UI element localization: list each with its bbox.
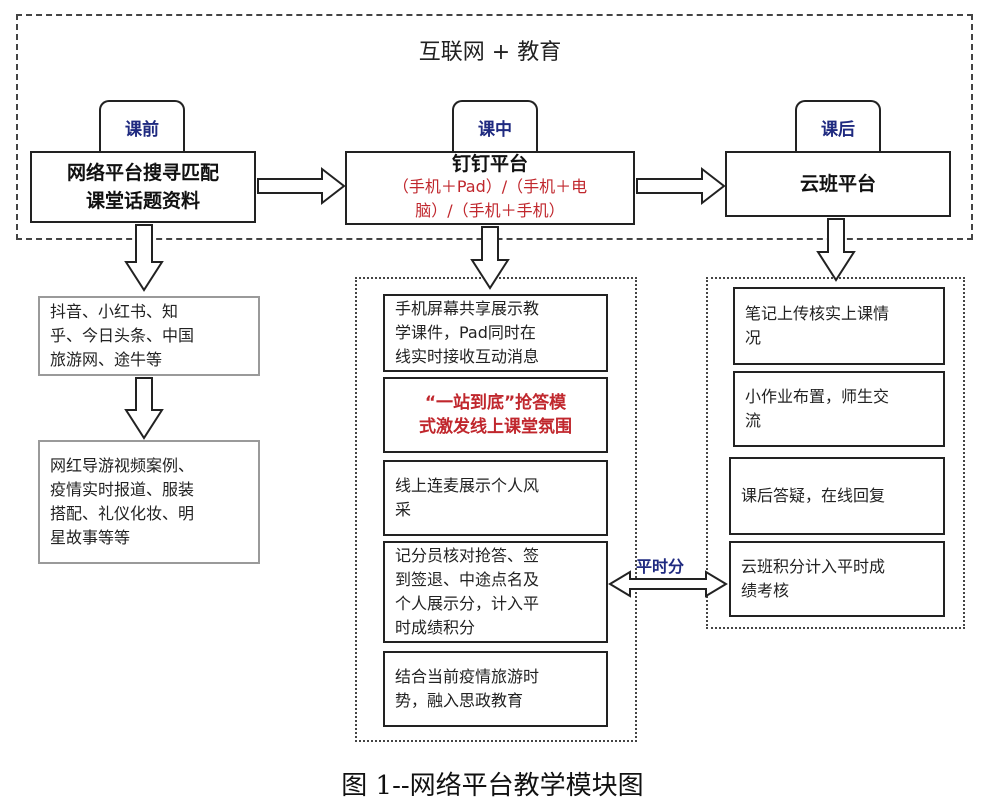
right-box-notes-text: 笔记上传核实上课情况 bbox=[745, 304, 890, 347]
left-box-platforms-text: 抖音、小红书、知乎、今日头条、中国旅游网、途牛等 bbox=[50, 302, 195, 369]
stage-after-class: 云班平台 bbox=[725, 151, 951, 217]
middle-box-scorekeeper: 记分员核对抢答、签到签退、中途点名及个人展示分，计入平时成绩积分 bbox=[383, 541, 608, 643]
stage-before-main: 网络平台搜寻匹配课堂话题资料 bbox=[66, 162, 219, 212]
right-box-homework: 小作业布置，师生交流 bbox=[733, 371, 945, 447]
tab-during-class: 课中 bbox=[452, 100, 538, 152]
left-box-materials: 网红导游视频案例、疫情实时报道、服装搭配、礼仪化妆、明星故事等等 bbox=[38, 440, 260, 564]
frame-title: 互联网 + 教育 bbox=[418, 40, 562, 65]
middle-box-ideology: 结合当前疫情旅游时势，融入思政教育 bbox=[383, 651, 608, 727]
right-box-qa-text: 课后答疑，在线回复 bbox=[741, 486, 886, 505]
middle-box-screen-share: 手机屏幕共享展示教学课件，Pad同时在线实时接收互动消息 bbox=[383, 294, 608, 372]
middle-box-screen-share-text: 手机屏幕共享展示教学课件，Pad同时在线实时接收互动消息 bbox=[395, 299, 540, 366]
arrow-before-down bbox=[124, 224, 164, 292]
right-box-points-text: 云班积分计入平时成绩考核 bbox=[741, 557, 886, 600]
middle-box-live-mic: 线上连麦展示个人风采 bbox=[383, 460, 608, 536]
figure-caption: 图 1--网络平台教学模块图 bbox=[341, 771, 644, 801]
stage-after-main: 云班平台 bbox=[799, 173, 876, 195]
score-link-label: 平时分 bbox=[635, 557, 684, 576]
right-box-notes: 笔记上传核实上课情况 bbox=[733, 287, 945, 365]
tab-after-class: 课后 bbox=[795, 100, 881, 152]
middle-box-quiz-mode-text: “一站到底”抢答模式激发线上课堂氛围 bbox=[419, 393, 572, 437]
arrow-during-down bbox=[470, 226, 510, 290]
left-box-platforms: 抖音、小红书、知乎、今日头条、中国旅游网、途牛等 bbox=[38, 296, 260, 376]
stage-during-class: 钉钉平台 （手机＋Pad）/（手机＋电脑）/（手机＋手机） bbox=[345, 151, 635, 225]
stage-during-main: 钉钉平台 bbox=[451, 153, 528, 175]
stage-during-devices: （手机＋Pad）/（手机＋电脑）/（手机＋手机） bbox=[392, 177, 588, 220]
stage-before-class: 网络平台搜寻匹配课堂话题资料 bbox=[30, 151, 256, 223]
arrow-left-boxes-down bbox=[124, 377, 164, 440]
middle-box-live-mic-text: 线上连麦展示个人风采 bbox=[395, 476, 540, 519]
left-box-materials-text: 网红导游视频案例、疫情实时报道、服装搭配、礼仪化妆、明星故事等等 bbox=[50, 456, 195, 547]
arrow-score-link bbox=[608, 570, 728, 598]
arrow-before-to-during bbox=[257, 166, 346, 206]
middle-box-scorekeeper-text: 记分员核对抢答、签到签退、中途点名及个人展示分，计入平时成绩积分 bbox=[395, 546, 540, 637]
arrow-after-down bbox=[816, 218, 856, 282]
tab-before-class: 课前 bbox=[99, 100, 185, 152]
right-box-points: 云班积分计入平时成绩考核 bbox=[729, 541, 945, 617]
right-box-qa: 课后答疑，在线回复 bbox=[729, 457, 945, 535]
middle-box-ideology-text: 结合当前疫情旅游时势，融入思政教育 bbox=[395, 667, 540, 710]
right-box-homework-text: 小作业布置，师生交流 bbox=[745, 387, 890, 430]
middle-box-quiz-mode: “一站到底”抢答模式激发线上课堂氛围 bbox=[383, 377, 608, 453]
arrow-during-to-after bbox=[636, 166, 726, 206]
